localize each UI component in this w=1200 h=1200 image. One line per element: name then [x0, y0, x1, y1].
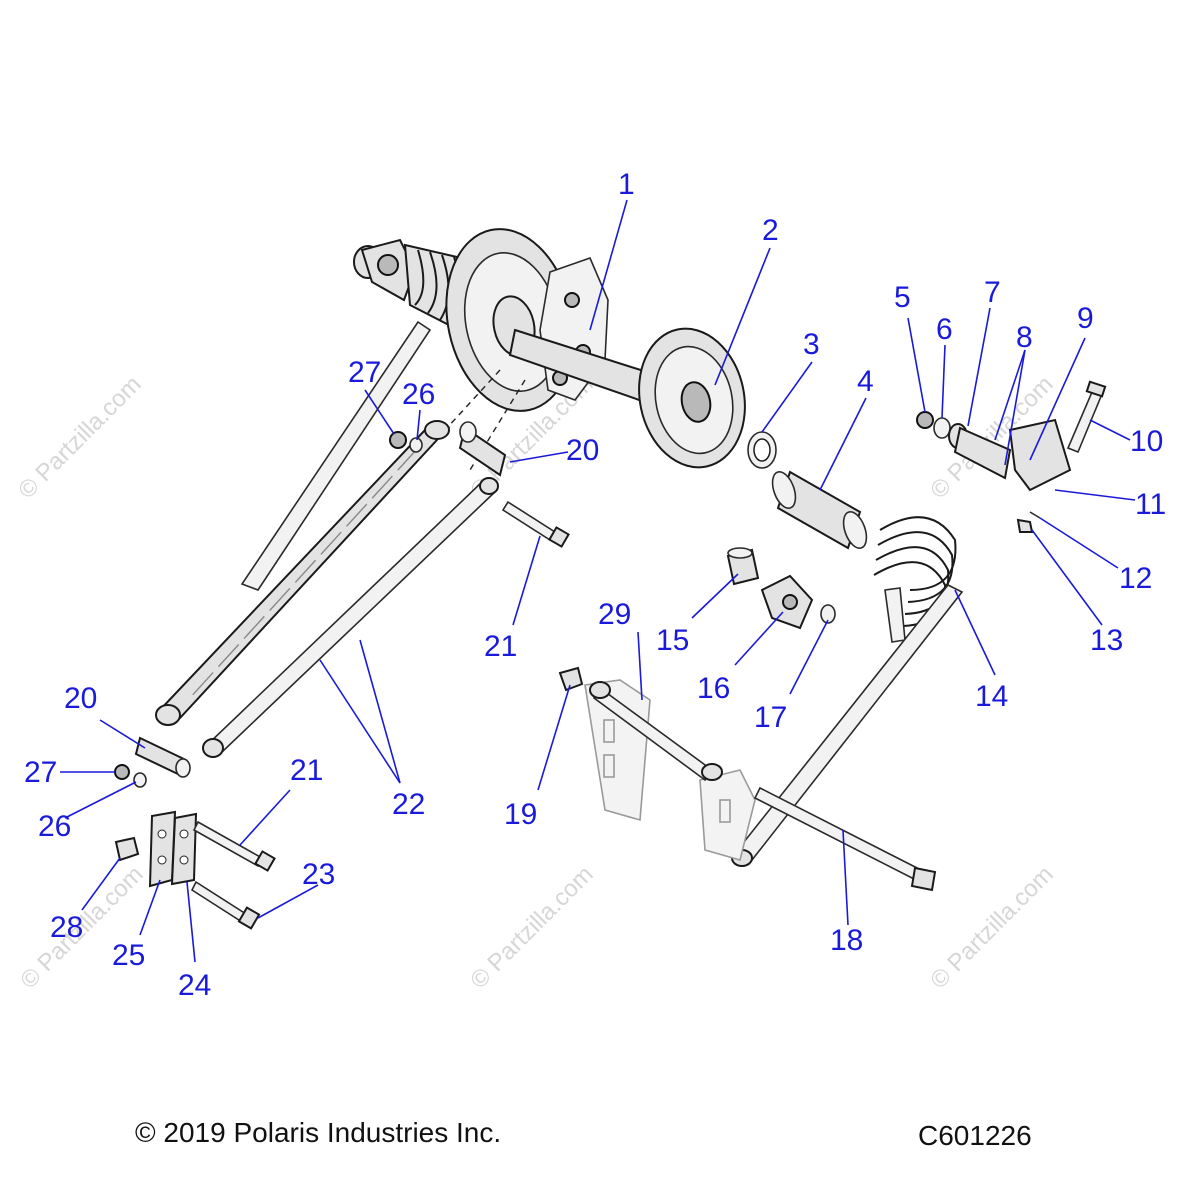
- callout-29: 29: [598, 598, 631, 631]
- washer-26-lower: [133, 772, 147, 788]
- callout-4: 4: [857, 365, 874, 398]
- nut-27-top: [389, 431, 407, 449]
- watermarks: © Partzilla.com © Partzilla.com © Partzi…: [13, 371, 1058, 994]
- callout-21-lower: 21: [290, 754, 323, 787]
- callout-27-top: 27: [348, 356, 381, 389]
- bolt-21-top: [501, 500, 557, 542]
- callout-28: 28: [50, 911, 83, 944]
- nut-27-lower: [114, 764, 130, 780]
- callout-24: 24: [178, 969, 211, 1002]
- nut-19: [558, 666, 584, 692]
- bolt-21-lower: [192, 820, 264, 868]
- shaft-8: [953, 426, 1012, 480]
- callout-25: 25: [112, 939, 145, 972]
- diagram-id: C601226: [918, 1120, 1032, 1151]
- bolt-18: [753, 786, 937, 892]
- copyright-text: © 2019 Polaris Industries Inc.: [135, 1117, 501, 1148]
- callout-27-lower: 27: [24, 756, 57, 789]
- callout-20-top: 20: [566, 434, 599, 467]
- lower-left-assembly: [114, 736, 276, 930]
- callout-21-top: 21: [484, 630, 517, 663]
- rail-arms-22: [155, 420, 499, 758]
- callout-17: 17: [754, 701, 787, 734]
- bolt-23: [190, 880, 248, 924]
- callout-5: 5: [894, 281, 911, 314]
- link-plate-24: [170, 812, 198, 886]
- watermark-bottom-mid: © Partzilla.com: [465, 861, 598, 994]
- tube-4: [771, 470, 868, 550]
- parts-15-17: [726, 547, 836, 630]
- callout-8: 8: [1016, 321, 1033, 354]
- leader-lines: [60, 199, 1136, 963]
- callout-18: 18: [830, 924, 863, 957]
- torsion-spring-14: [731, 516, 964, 867]
- callout-1: 1: [618, 168, 635, 201]
- callout-10: 10: [1130, 425, 1163, 458]
- callout-19: 19: [504, 798, 537, 831]
- nut-5: [916, 411, 934, 429]
- washer-26-top: [409, 437, 423, 453]
- idler-wheel-1: [445, 228, 609, 412]
- callout-13: 13: [1090, 624, 1123, 657]
- callout-22: 22: [392, 788, 425, 821]
- callout-15: 15: [656, 624, 689, 657]
- bolt-10: [1066, 391, 1104, 454]
- callout-20-lower: 20: [64, 682, 97, 715]
- watermark-left: © Partzilla.com: [13, 371, 146, 504]
- nut-13: [1016, 518, 1034, 533]
- callout-23: 23: [302, 858, 335, 891]
- callout-6: 6: [936, 313, 953, 346]
- bracket-9: [1008, 418, 1072, 492]
- illustration: [114, 228, 1107, 930]
- callout-labels: 1 2 3 4 5 6 7 8 9 10 11 12 13 14 15 16 1…: [24, 168, 1166, 1002]
- callout-11: 11: [1135, 488, 1166, 521]
- right-hardware: [916, 380, 1107, 533]
- callout-7: 7: [984, 276, 1001, 309]
- idler-wheel-2: [638, 327, 746, 469]
- callout-14: 14: [975, 680, 1008, 713]
- callout-9: 9: [1077, 302, 1094, 335]
- callout-2: 2: [762, 214, 779, 247]
- callout-12: 12: [1119, 562, 1152, 595]
- ring-17: [820, 604, 836, 624]
- link-plate-25: [148, 810, 177, 888]
- callout-26-top: 26: [402, 378, 435, 411]
- callout-3: 3: [803, 328, 820, 361]
- torsion-arm-left: [240, 320, 432, 591]
- callout-26-lower: 26: [38, 810, 71, 843]
- washer-6: [933, 417, 951, 439]
- watermark-bottom-right: © Partzilla.com: [925, 861, 1058, 994]
- callout-16: 16: [697, 672, 730, 705]
- frame-29: [584, 679, 756, 861]
- axle-left-end: [353, 238, 417, 302]
- clip-12: [1029, 511, 1041, 519]
- nut-28: [114, 836, 140, 862]
